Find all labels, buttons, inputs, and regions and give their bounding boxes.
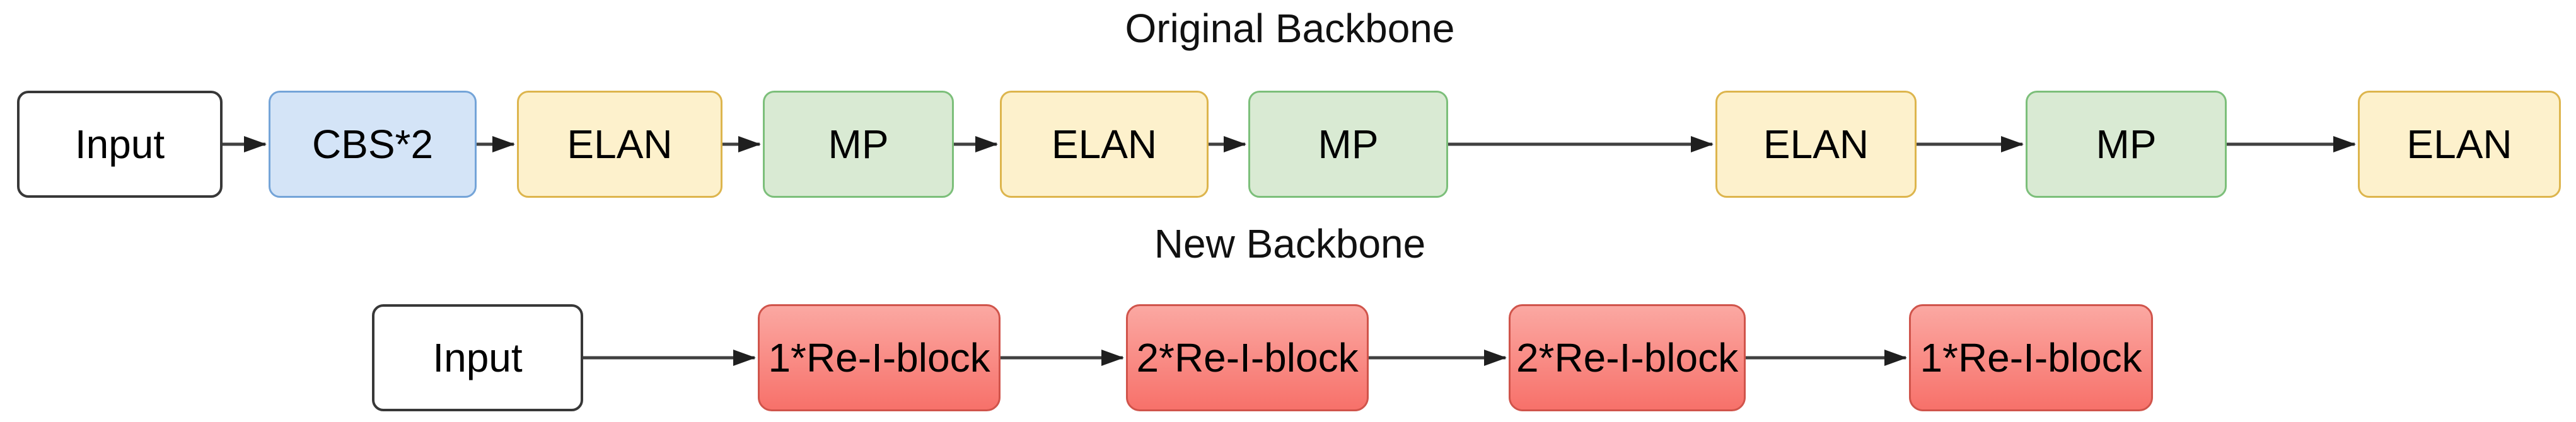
original-node-elan-3: ELAN xyxy=(1715,91,1917,198)
new-node-input: Input xyxy=(372,304,583,411)
node-label: CBS*2 xyxy=(311,122,434,167)
node-label: 2*Re-I-block xyxy=(1516,335,1739,380)
new-backbone-title: New Backbone xyxy=(1154,221,1426,266)
node-label: MP xyxy=(828,122,889,167)
new-node-re-i-block-2: 2*Re-I-block xyxy=(1126,304,1369,411)
node-label: 1*Re-I-block xyxy=(768,335,990,380)
original-node-input: Input xyxy=(17,91,223,198)
original-node-mp-2: MP xyxy=(1248,91,1448,198)
new-node-re-i-block-4: 1*Re-I-block xyxy=(1909,304,2153,411)
node-label: Input xyxy=(432,335,523,380)
new-node-re-i-block-3: 2*Re-I-block xyxy=(1509,304,1746,411)
node-label: MP xyxy=(1318,122,1379,167)
node-label: Input xyxy=(74,122,165,167)
node-label: 1*Re-I-block xyxy=(1920,335,2142,380)
original-node-mp-1: MP xyxy=(763,91,954,198)
node-label: ELAN xyxy=(1763,122,1869,167)
original-node-elan-1: ELAN xyxy=(517,91,722,198)
new-node-re-i-block-1: 1*Re-I-block xyxy=(758,304,1001,411)
node-label: MP xyxy=(2096,122,2157,167)
original-node-mp-3: MP xyxy=(2026,91,2227,198)
original-node-elan-4: ELAN xyxy=(2358,91,2561,198)
node-label: ELAN xyxy=(567,122,673,167)
node-label: ELAN xyxy=(2406,122,2512,167)
node-label: ELAN xyxy=(1051,122,1157,167)
original-node-cbs2: CBS*2 xyxy=(269,91,477,198)
original-node-elan-2: ELAN xyxy=(1000,91,1209,198)
node-label: 2*Re-I-block xyxy=(1136,335,1359,380)
original-backbone-title: Original Backbone xyxy=(1125,6,1455,51)
